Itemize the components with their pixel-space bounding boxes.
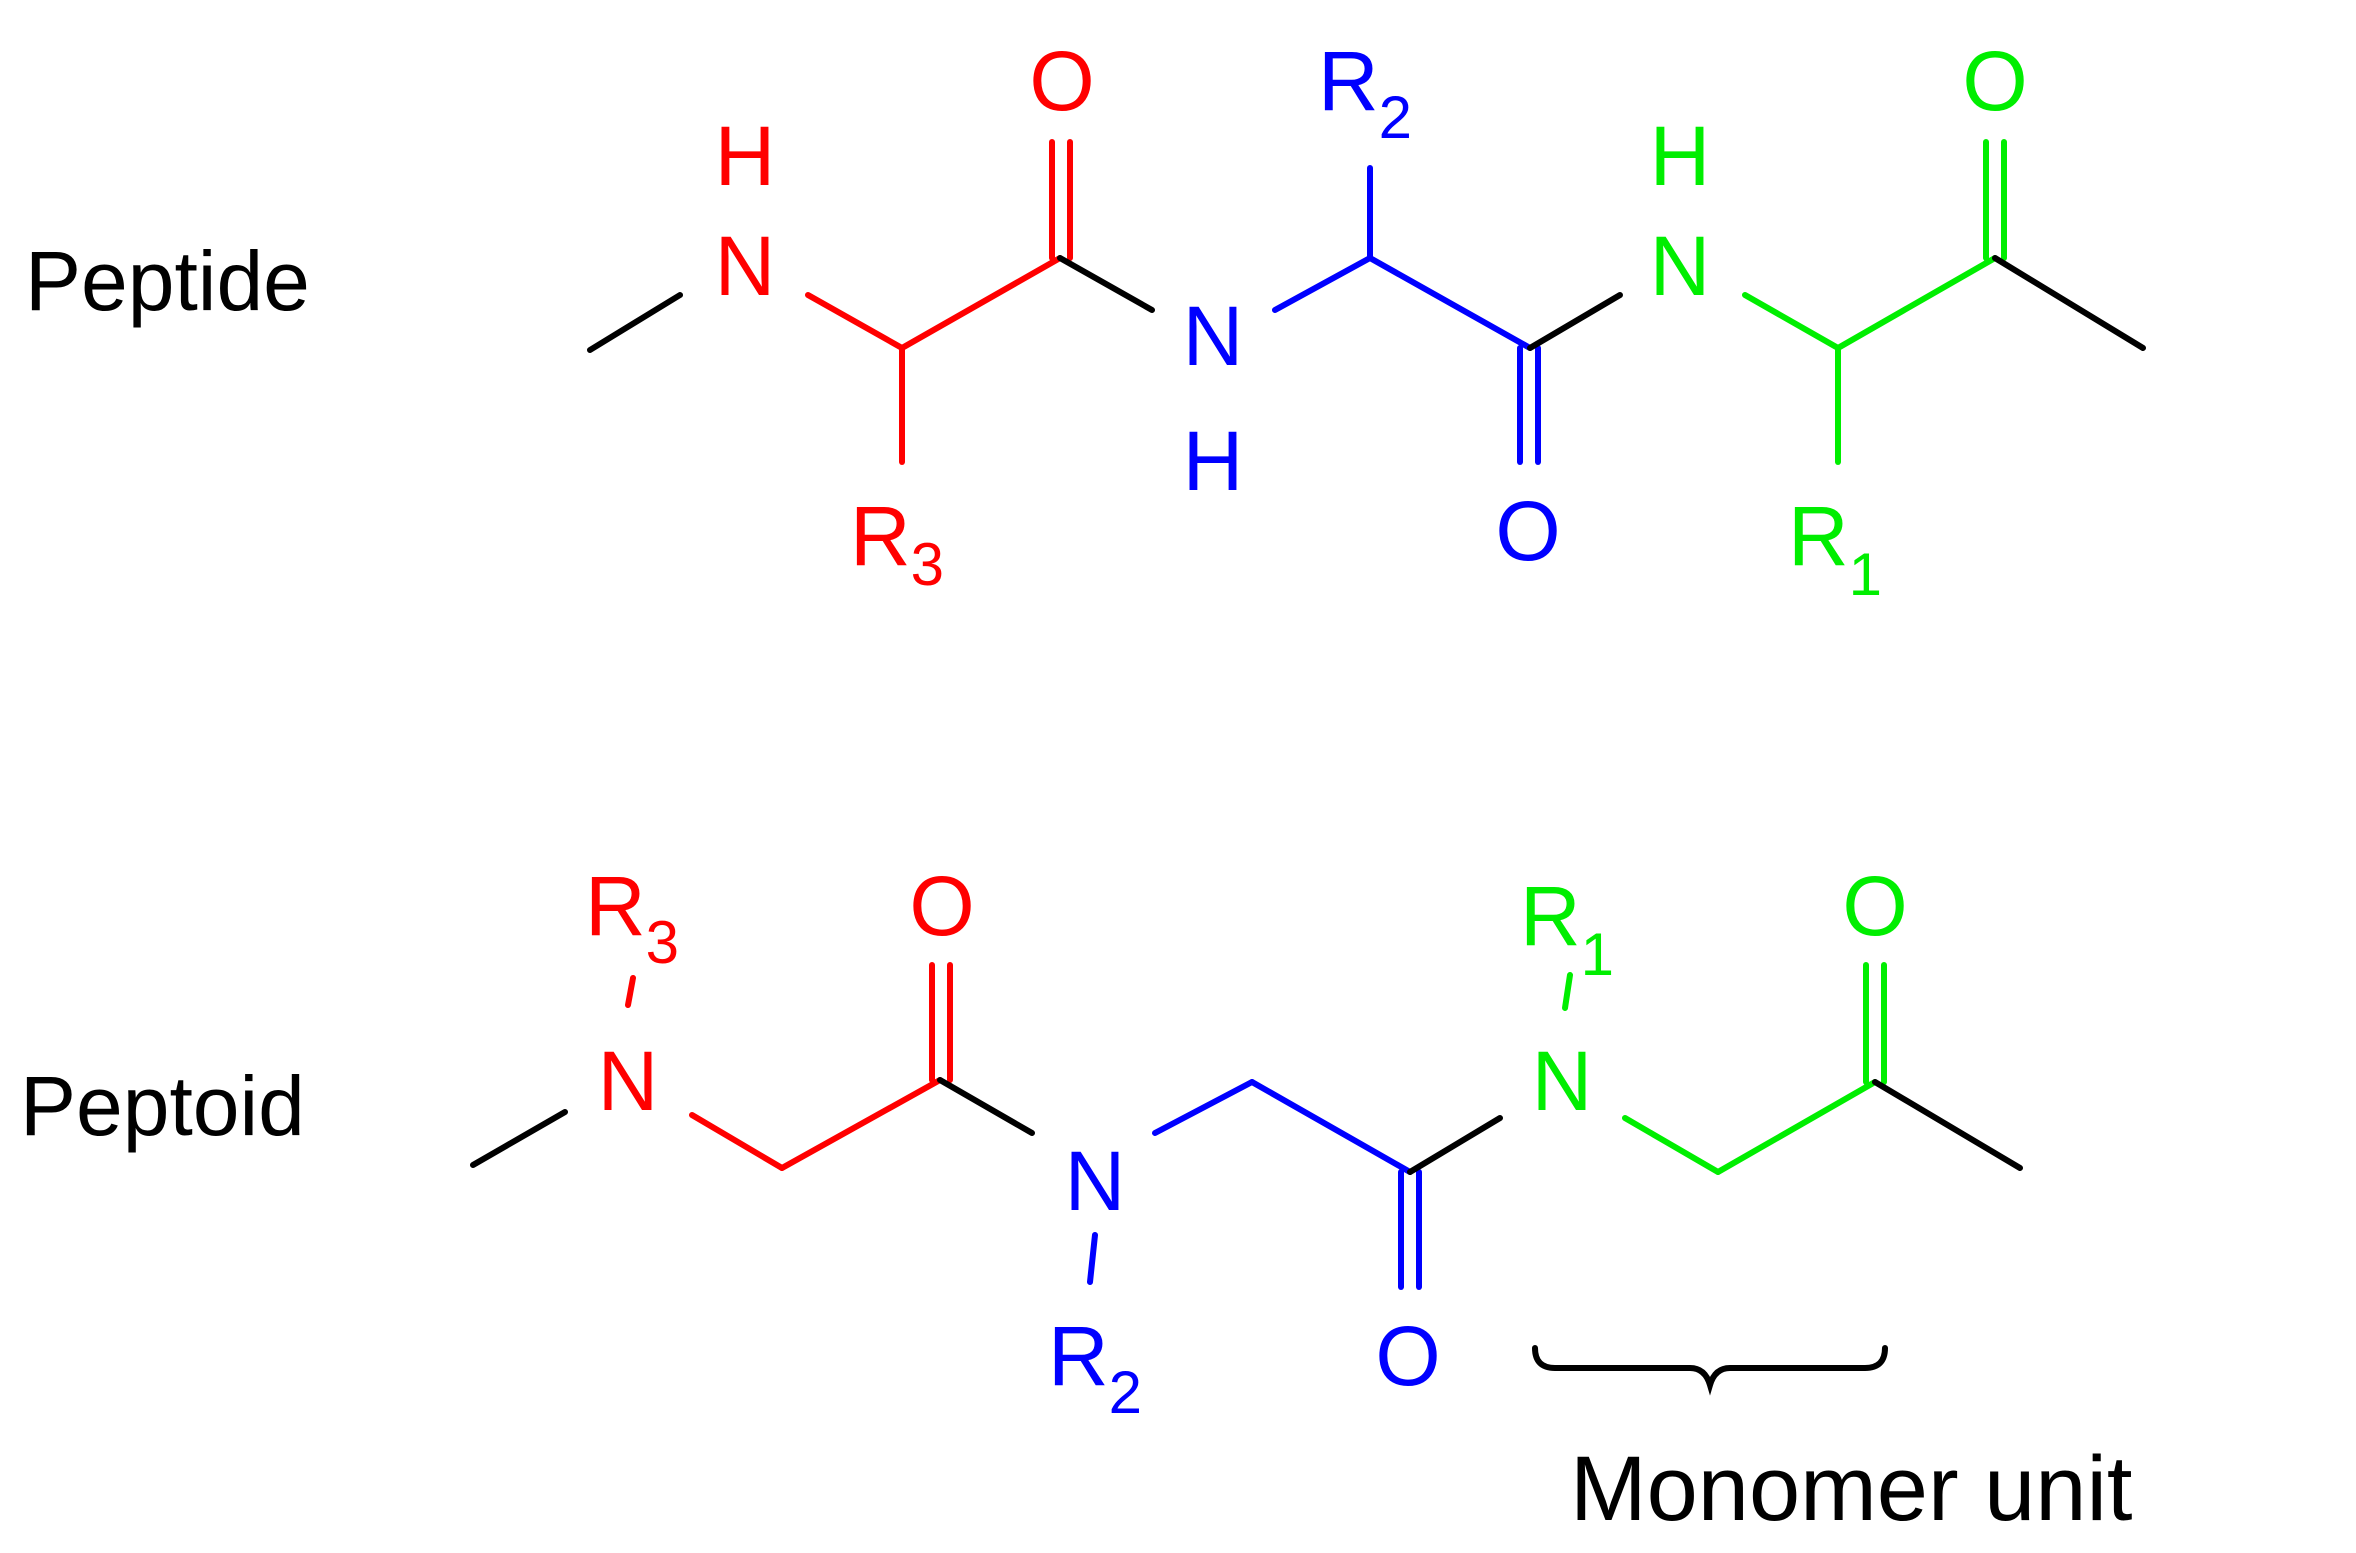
peptide-r1-subscript: 1 [1849,541,1882,608]
peptoid-green-n-atom: N [1532,1034,1593,1128]
peptoid-red-n-r3-bond [625,975,636,1008]
peptoid-red-r3-group: R3 [585,859,679,976]
peptide-r3-subscript: 3 [911,531,944,598]
peptide-green-ca-c-bond [1835,255,1998,351]
peptide-green-r1-group: R1 [1788,489,1882,608]
peptoid-blue-n-r2-bond [1087,1232,1098,1285]
peptide-terminal-bond-right [1992,255,2146,351]
peptide-green-h-atom: H [1650,109,1711,203]
peptide-blue-n-atom: N [1183,289,1244,383]
peptoid-blue-o-atom: O [1375,1309,1440,1403]
peptoid-r1-subscript: 1 [1581,921,1614,988]
peptide-r1-letter: R [1788,489,1849,583]
peptoid-green-o-atom: O [1842,859,1907,953]
peptoid-label: Peptoid [20,1059,305,1153]
peptide-blue-o-atom: O [1495,484,1560,578]
peptide-amide-bond-2 [1527,292,1623,351]
peptoid-green-r1-group: R1 [1520,869,1614,988]
peptide-green-n-ca-bond [1742,292,1841,351]
peptoid-r2-subscript: 2 [1109,1359,1142,1426]
peptoid-r3-letter: R [585,859,646,953]
peptide-terminal-bond-left [587,292,683,353]
peptide-red-h-atom: H [715,109,776,203]
peptoid-red-o-atom: O [909,859,974,953]
peptoid-amide-bond-2 [1407,1115,1503,1175]
peptide-blue-n-ca-bond [1272,255,1373,313]
peptoid-red-ca-c-bond [779,1077,943,1171]
peptoid-terminal-bond-right [1872,1079,2023,1171]
peptide-label: Peptide [25,234,310,328]
peptoid-red-n-ca-bond [689,1112,785,1171]
peptide-red-o-atom: O [1029,34,1094,128]
peptoid-green-ca-c-bond [1715,1079,1878,1175]
monomer-unit-brace [1532,1345,1888,1396]
peptoid-blue-n-atom: N [1065,1134,1126,1228]
peptoid-r3-subscript: 3 [646,909,679,976]
peptoid-r1-letter: R [1520,869,1581,963]
peptide-blue-ca-c-bond [1367,255,1533,351]
peptide-red-r3-group: R3 [850,489,944,598]
peptoid-structure: R3 N O N R2 O R1 N O [470,859,2023,1426]
peptide-green-o-atom: O [1962,34,2027,128]
monomer-unit-label: Monomer unit [1570,1438,2132,1540]
peptide-r3-letter: R [850,489,911,583]
peptoid-red-n-atom: N [598,1034,659,1128]
peptoid-blue-r2-group: R2 [1048,1309,1142,1426]
peptide-red-n-atom: N [715,219,776,313]
peptoid-terminal-bond-left [470,1109,568,1168]
peptoid-amide-bond-1 [937,1077,1035,1136]
peptide-red-n-ca-bond [805,292,905,351]
peptide-structure: H N O R3 N H R2 O H N O R1 [587,34,2146,608]
peptoid-green-n-ca-bond [1622,1115,1721,1175]
peptide-blue-r2-group: R2 [1318,34,1412,151]
peptoid-blue-n-ca-bond [1152,1079,1255,1136]
peptoid-blue-ca-c-bond [1249,1079,1413,1175]
peptide-amide-bond-1 [1057,255,1155,313]
peptide-green-n-atom: N [1650,219,1711,313]
peptoid-r2-letter: R [1048,1309,1109,1403]
peptoid-green-n-r1-bond [1562,972,1573,1011]
peptide-blue-h-atom: H [1183,414,1244,508]
peptide-red-ca-c-bond [899,255,1063,351]
peptide-r2-subscript: 2 [1379,84,1412,151]
peptide-r2-letter: R [1318,34,1379,128]
